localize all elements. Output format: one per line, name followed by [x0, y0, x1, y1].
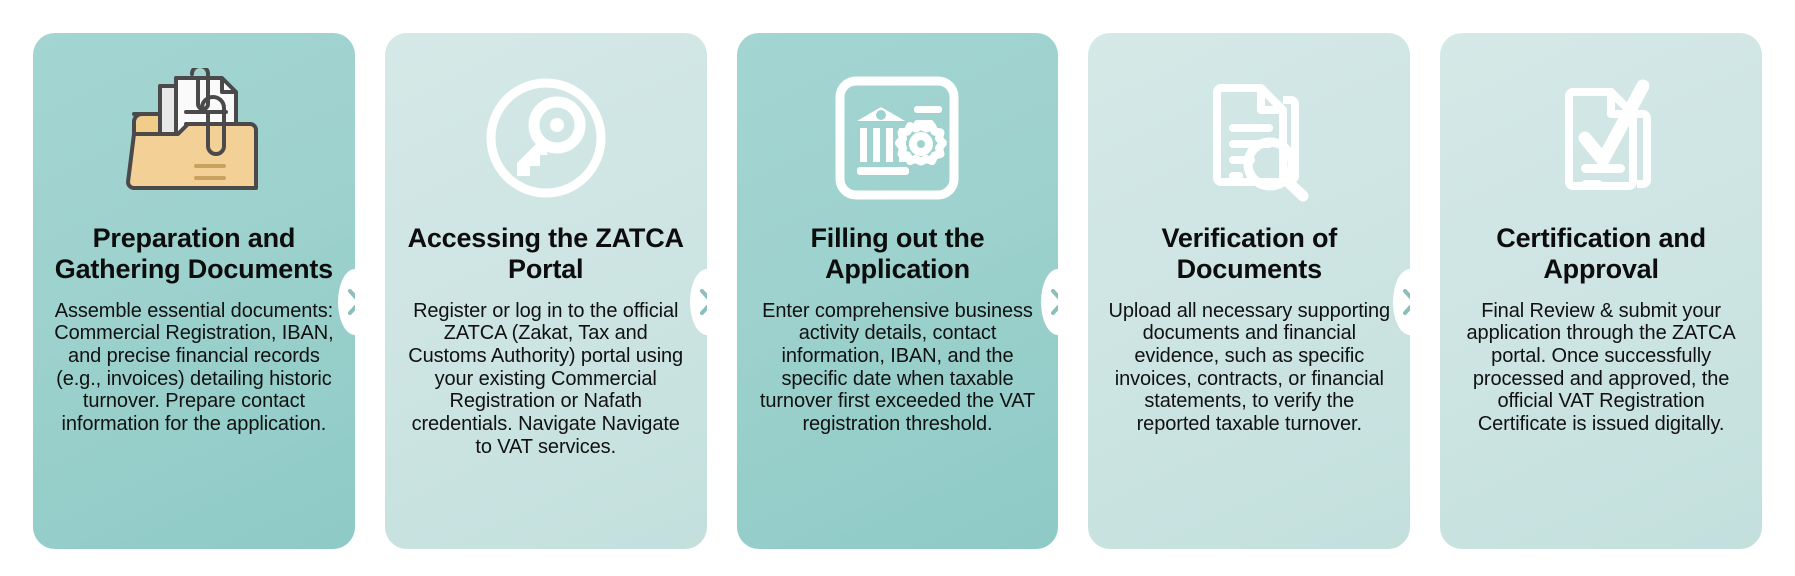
process-step-3[interactable]: Filling out the Application Enter compre…: [736, 33, 1059, 549]
process-step-2[interactable]: Accessing the ZATCA Portal Register or l…: [384, 33, 707, 549]
document-with-checkmark-icon: [1516, 63, 1686, 213]
process-step-1[interactable]: Preparation and Gathering Documents Asse…: [33, 33, 355, 549]
folder-with-documents-icon: [109, 63, 279, 213]
process-step-5[interactable]: Certification and Approval Final Review …: [1440, 33, 1762, 549]
connector-chevron-1: [337, 269, 355, 335]
connector-chevron-3: [1041, 269, 1059, 335]
step-body: Register or log in to the official ZATCA…: [408, 299, 684, 458]
key-in-circle-icon: [461, 63, 631, 213]
step-title: Preparation and Gathering Documents: [54, 223, 334, 285]
step-body: Enter comprehensive business activity de…: [759, 299, 1036, 436]
step-title: Certification and Approval: [1496, 223, 1706, 285]
connector-chevron-2: [689, 269, 707, 335]
connector-chevron-4: [1393, 269, 1411, 335]
step-body: Assemble essential documents: Commercial…: [54, 299, 334, 436]
step-body: Upload all necessary supporting document…: [1108, 299, 1391, 436]
process-step-4[interactable]: Verification of Documents Upload all nec…: [1088, 33, 1411, 549]
step-title: Verification of Documents: [1161, 223, 1338, 285]
step-body: Final Review & submit your application t…: [1466, 299, 1736, 436]
document-with-magnifier-icon: [1164, 63, 1334, 213]
step-title: Accessing the ZATCA Portal: [407, 223, 684, 285]
bank-form-with-gear-icon: [812, 63, 982, 213]
step-title: Filling out the Application: [810, 223, 985, 285]
